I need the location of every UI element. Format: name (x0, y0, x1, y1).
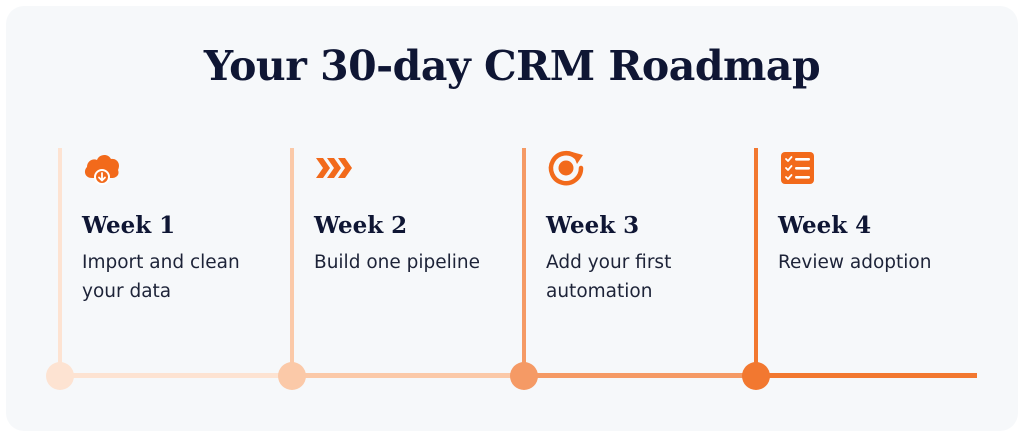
timeline-dot-week-4 (742, 362, 770, 390)
timeline-dot-week-3 (510, 362, 538, 390)
timeline-segment-4 (756, 373, 977, 378)
week-2-description: Build one pipeline (314, 252, 481, 273)
circular-arrow-icon (546, 148, 586, 188)
timeline-line-week-1 (58, 148, 62, 376)
week-4-description: Review adoption (778, 252, 932, 273)
timeline-dot-week-1 (46, 362, 74, 390)
chevrons-right-icon (314, 148, 354, 188)
week-3-description: Add your first automation (546, 252, 672, 302)
week-4-heading: Week 4 (778, 212, 872, 239)
page-title: Your 30-day CRM Roadmap (203, 42, 821, 90)
roadmap-card: Your 30-day CRM Roadmap Week 1 Import an… (6, 6, 1018, 431)
timeline-segment-2 (292, 373, 524, 378)
week-1-heading: Week 1 (82, 212, 176, 239)
timeline-segment-1 (60, 373, 292, 378)
week-2-heading: Week 2 (314, 212, 408, 239)
week-3-heading: Week 3 (546, 212, 640, 239)
timeline-line-week-3 (522, 148, 526, 376)
timeline-line-week-4 (754, 148, 758, 376)
cloud-download-icon (82, 148, 122, 188)
timeline-segment-3 (524, 373, 756, 378)
timeline-line-week-2 (290, 148, 294, 376)
checklist-icon (778, 148, 818, 188)
timeline-dot-week-2 (278, 362, 306, 390)
week-1-description: Import and clean your data (82, 252, 240, 302)
